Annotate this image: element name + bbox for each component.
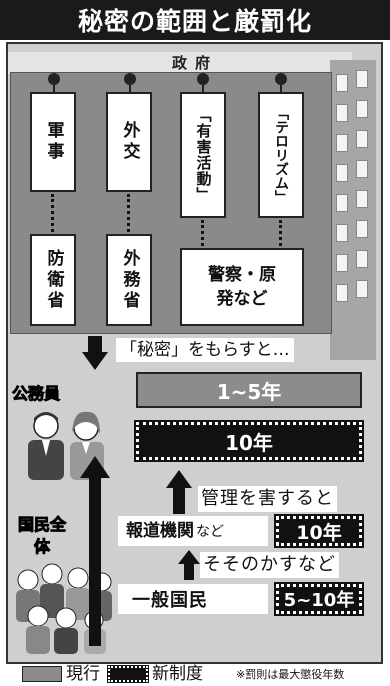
press-row: 報道機関 など <box>118 516 268 546</box>
connector <box>127 194 133 232</box>
secret-type-label: 「有害活動」 <box>194 107 213 203</box>
pin-icon <box>275 73 287 85</box>
new-penalty-value: 10年 <box>225 430 273 455</box>
legend-current-swatch <box>22 666 62 682</box>
general-public-row: 一般国民 <box>118 584 268 614</box>
new-penalty-bar: 10年 <box>134 420 364 462</box>
legend-current-label: 現行 <box>66 664 100 684</box>
page-title: 秘密の範囲と厳罰化 <box>0 0 390 40</box>
arrow-lower-caption: そそのかすなど <box>200 552 339 578</box>
secret-type-terrorism: 「テロリズム」 <box>258 92 304 218</box>
secret-type-diplomacy: 外交 <box>106 92 152 192</box>
press-penalty-value: 10年 <box>296 521 342 544</box>
pin-icon <box>124 73 136 85</box>
connector <box>201 220 207 246</box>
press-label: 報道機関 <box>126 521 194 541</box>
arrow-up-icon <box>178 550 200 580</box>
building-side <box>330 60 376 360</box>
pin-icon <box>48 73 60 85</box>
government-label: 政府 <box>171 53 218 72</box>
ministry-label: 警察・原発など <box>208 265 276 309</box>
arrow-up-icon <box>166 470 192 514</box>
leak-caption: 「秘密」をもらすと… <box>116 338 294 362</box>
arrow-up-icon <box>80 456 110 646</box>
ministry-defense: 防衛省 <box>30 234 76 326</box>
legend-new-swatch <box>107 665 149 683</box>
general-public-label: 一般国民 <box>132 590 208 611</box>
arrow-down-icon <box>82 336 108 370</box>
secret-type-military: 軍事 <box>30 92 76 192</box>
general-penalty-value: 5~10年 <box>283 590 355 611</box>
ministry-foreign-affairs: 外務省 <box>106 234 152 326</box>
citizens-label: 国民全体 <box>17 515 66 557</box>
secret-type-label: 外交 <box>119 121 140 163</box>
ministry-label: 防衛省 <box>43 248 64 312</box>
general-penalty-bar: 5~10年 <box>274 582 364 616</box>
secret-type-harmful-activity: 「有害活動」 <box>180 92 226 218</box>
press-suffix: など <box>196 524 224 540</box>
public-servant-label: 公務員 <box>11 384 61 404</box>
current-penalty-bar: 1~5年 <box>136 372 362 408</box>
connector <box>51 194 57 232</box>
ministry-label: 外務省 <box>119 248 140 312</box>
current-penalty-value: 1~5年 <box>216 379 282 404</box>
ministry-police-nuclear: 警察・原発など <box>180 248 304 326</box>
legend-new-label: 新制度 <box>152 664 203 684</box>
pin-icon <box>197 73 209 85</box>
building-roof <box>8 52 352 74</box>
press-penalty-bar: 10年 <box>274 514 364 548</box>
secret-type-label: 軍事 <box>43 121 64 163</box>
arrow-upper-caption: 管理を害すると <box>198 486 337 512</box>
secret-type-label: 「テロリズム」 <box>273 106 289 204</box>
legend-note: ※罰則は最大懲役年数 <box>236 668 345 681</box>
connector <box>279 220 285 246</box>
